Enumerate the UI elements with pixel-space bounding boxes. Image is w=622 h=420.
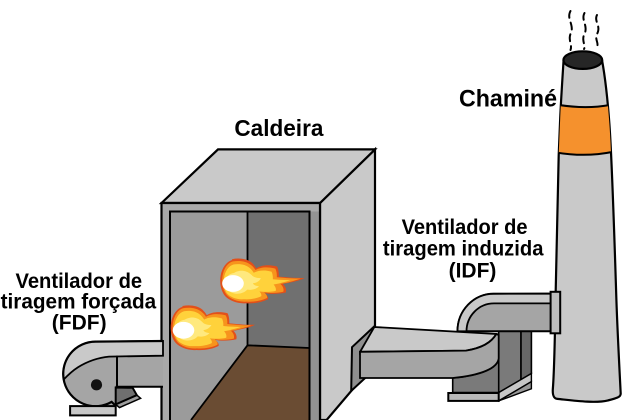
svg-text:Caldeira: Caldeira (234, 115, 323, 141)
svg-text:Ventilador de: Ventilador de (402, 216, 528, 239)
svg-text:Ventilador de: Ventilador de (16, 270, 143, 293)
svg-text:(IDF): (IDF) (449, 259, 497, 282)
svg-text:tiragem forçada: tiragem forçada (1, 291, 157, 314)
svg-text:(FDF): (FDF) (52, 312, 107, 335)
svg-text:Chaminé: Chaminé (459, 86, 557, 113)
svg-text:tiragem induzida: tiragem induzida (383, 238, 544, 261)
